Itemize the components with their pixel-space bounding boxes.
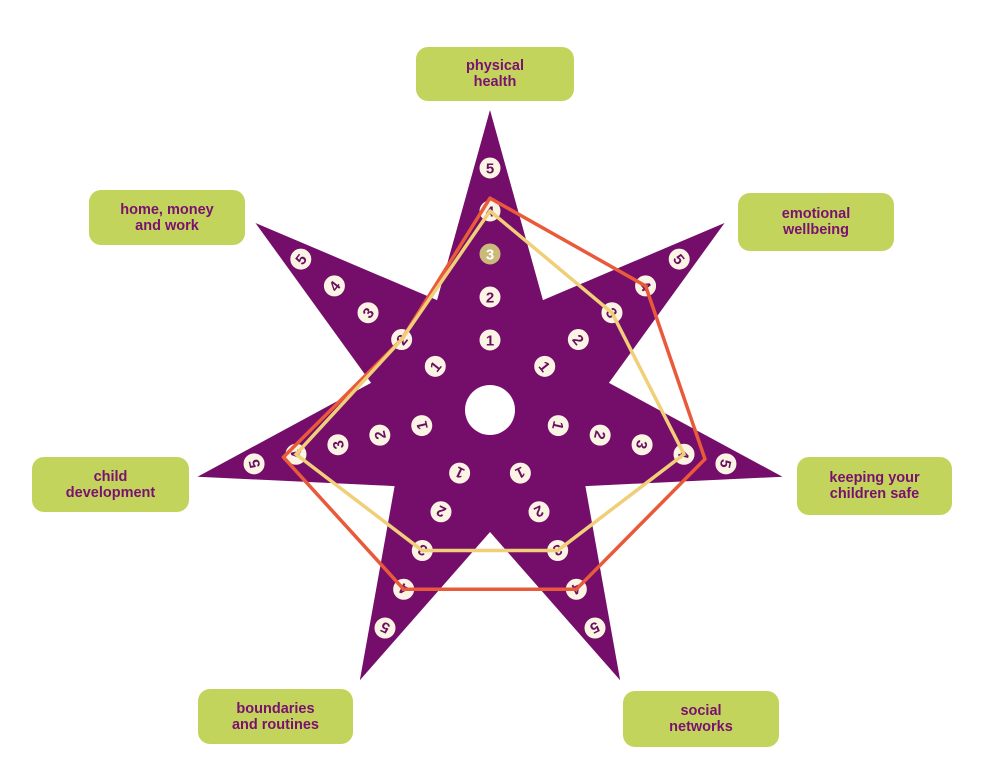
marker-child-development-1: 1 (410, 414, 434, 438)
label-keeping-your-children-safe: keeping your children safe (797, 457, 952, 515)
marker-emotional-wellbeing-1: 1 (533, 354, 557, 378)
marker-label: 3 (486, 247, 494, 264)
label-child-development: child development (32, 457, 189, 512)
center-hole (465, 385, 515, 435)
marker-home-money-and-work-5: 5 (289, 247, 313, 271)
marker-label: 2 (486, 290, 494, 307)
marker-keeping-your-children-safe-3: 3 (630, 433, 654, 457)
marker-child-development-3: 3 (326, 433, 350, 457)
marker-physical-health-5: 5 (478, 156, 502, 180)
marker-label: 5 (246, 458, 264, 470)
marker-keeping-your-children-safe-5: 5 (714, 452, 738, 476)
label-home-money-and-work: home, money and work (89, 190, 245, 245)
marker-label: 2 (590, 429, 608, 441)
marker-label: 5 (486, 161, 494, 178)
marker-emotional-wellbeing-2: 2 (566, 328, 590, 352)
marker-label: 3 (632, 439, 650, 451)
label-physical-health: physical health (416, 47, 574, 101)
marker-label: 5 (716, 458, 734, 470)
label-emotional-wellbeing: emotional wellbeing (738, 193, 894, 251)
marker-physical-health-2: 2 (478, 285, 502, 309)
label-boundaries-and-routines: boundaries and routines (198, 689, 353, 744)
marker-social-networks-2: 2 (527, 500, 551, 524)
marker-label: 1 (414, 419, 432, 431)
marker-physical-health-1: 1 (478, 328, 502, 352)
marker-child-development-5: 5 (242, 452, 266, 476)
marker-physical-health-3: 3 (478, 242, 502, 266)
marker-label: 1 (486, 333, 494, 350)
marker-boundaries-and-routines-2: 2 (429, 500, 453, 524)
marker-social-networks-5: 5 (583, 616, 607, 640)
marker-social-networks-1: 1 (508, 461, 532, 485)
marker-label: 2 (372, 429, 390, 441)
marker-keeping-your-children-safe-1: 1 (546, 414, 570, 438)
marker-keeping-your-children-safe-2: 2 (588, 423, 612, 447)
marker-emotional-wellbeing-5: 5 (667, 247, 691, 271)
marker-label: 1 (548, 419, 566, 431)
marker-home-money-and-work-3: 3 (356, 301, 380, 325)
marker-home-money-and-work-4: 4 (322, 274, 346, 298)
marker-home-money-and-work-1: 1 (423, 354, 447, 378)
marker-child-development-2: 2 (368, 423, 392, 447)
marker-label: 3 (330, 439, 348, 451)
score-polygons (281, 196, 707, 592)
marker-boundaries-and-routines-1: 1 (448, 461, 472, 485)
score-polygon-2 (294, 209, 686, 553)
label-social-networks: social networks (623, 691, 779, 747)
marker-boundaries-and-routines-5: 5 (373, 616, 397, 640)
